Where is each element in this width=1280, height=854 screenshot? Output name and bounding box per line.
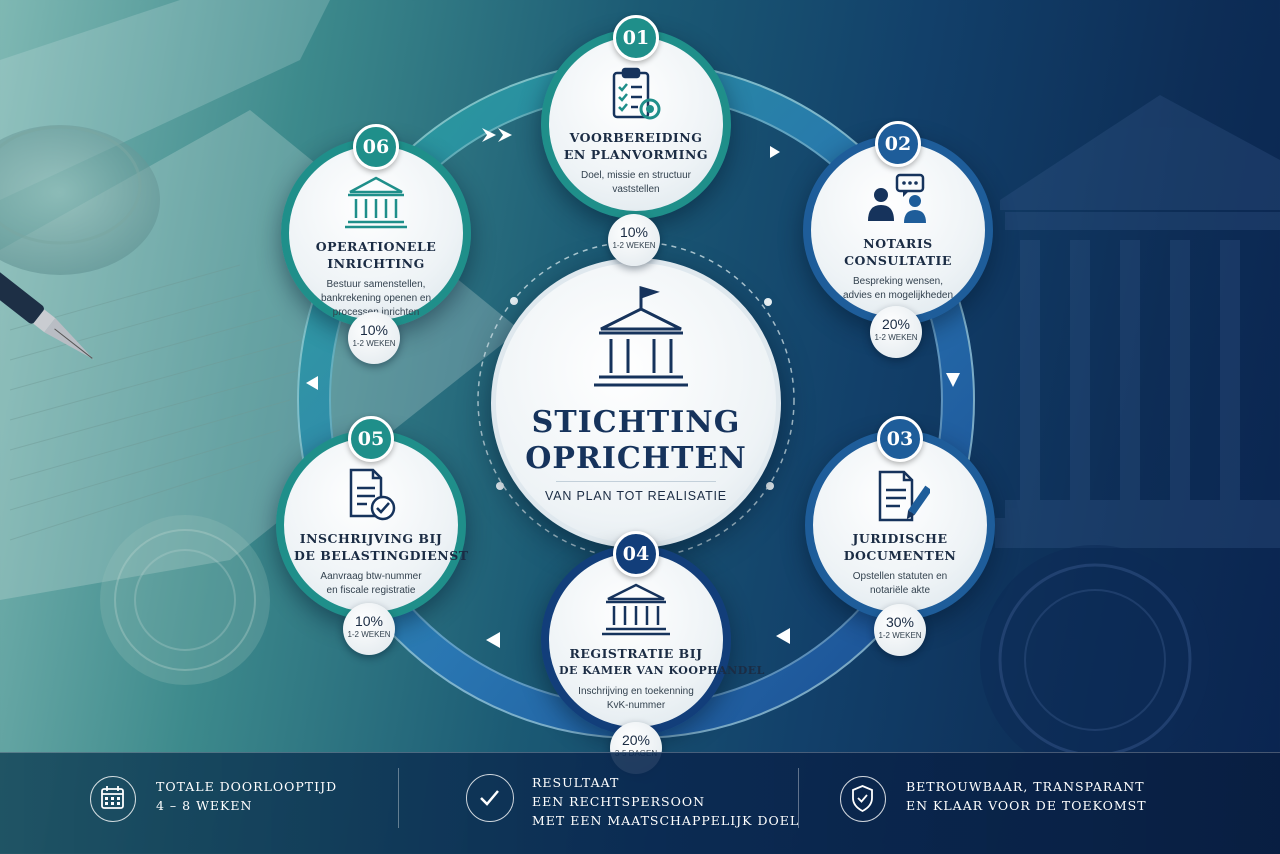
document-pen-icon <box>878 470 930 522</box>
step-02-card[interactable]: 02 Notarisconsultatie Bespreking wensen,… <box>803 121 993 325</box>
footer-duration: Totale doorlooptijd4 – 8 weken <box>90 773 370 833</box>
consultation-people-icon <box>868 173 926 223</box>
bank-building-icon <box>345 176 407 229</box>
title-line-1: Stichting <box>531 405 741 440</box>
calendar-icon <box>90 776 136 822</box>
footer-result: ResultaatEen rechtspersoonmet een maatsc… <box>466 773 798 833</box>
step-title: Juridischedocumenten <box>843 531 957 563</box>
step-03-card[interactable]: 03 Juridischedocumenten Opstellen statut… <box>805 416 995 620</box>
step-title: Registratie bijde Kamer van Koophandel <box>559 646 765 677</box>
title-line-2: Oprichten <box>525 441 747 476</box>
step-03-duration-badge: 30%1-2 weken <box>874 604 926 656</box>
step-description: Bespreking wensen,advies en mogelijkhede… <box>842 276 954 301</box>
step-01-duration-badge: 10%1-2 weken <box>608 214 660 266</box>
step-title: Inschrijving bijde Belastingdienst <box>294 531 469 563</box>
step-number: 05 <box>348 416 394 462</box>
footer-divider <box>398 768 399 828</box>
step-number: 01 <box>613 15 659 61</box>
step-title: Operationeleinrichting <box>315 239 437 271</box>
document-check-icon <box>349 468 396 521</box>
step-number: 04 <box>613 531 659 577</box>
step-number: 02 <box>875 121 921 167</box>
step-title: Voorbereidingen planvorming <box>563 130 709 162</box>
subtitle: van plan tot realisatie <box>545 489 727 503</box>
step-02-duration-badge: 20%1-2 weken <box>870 306 922 358</box>
chamber-building-icon <box>602 583 670 636</box>
center-title-disc: Stichting Oprichten van plan tot realisa… <box>491 258 781 548</box>
step-06-card[interactable]: 06 Operationeleinrichting Bestuur samens… <box>281 124 471 328</box>
step-06-duration-badge: 10%1-2 weken <box>348 312 400 364</box>
courthouse-flag-icon <box>594 286 688 387</box>
shield-check-icon <box>840 776 886 822</box>
footer-bar: Totale doorlooptijd4 – 8 weken Resultaat… <box>0 752 1280 854</box>
step-number: 06 <box>353 124 399 170</box>
clipboard-checklist-icon <box>612 67 661 120</box>
step-01-card[interactable]: 01 Voorbereidingen planvorming Doel, mis… <box>541 15 731 219</box>
footer-trust: Betrouwbaar, transparanten klaar voor de… <box>840 773 1146 833</box>
step-05-card[interactable]: 05 Inschrijving bijde Belastingdienst Aa… <box>276 416 469 620</box>
step-04-card[interactable]: 04 Registratie bijde Kamer van Koophande… <box>541 531 765 735</box>
step-title: Notarisconsultatie <box>844 236 952 268</box>
footer-divider <box>798 768 799 828</box>
step-05-duration-badge: 10%1-2 weken <box>343 603 395 655</box>
checkmark-icon <box>466 774 514 822</box>
step-number: 03 <box>877 416 923 462</box>
